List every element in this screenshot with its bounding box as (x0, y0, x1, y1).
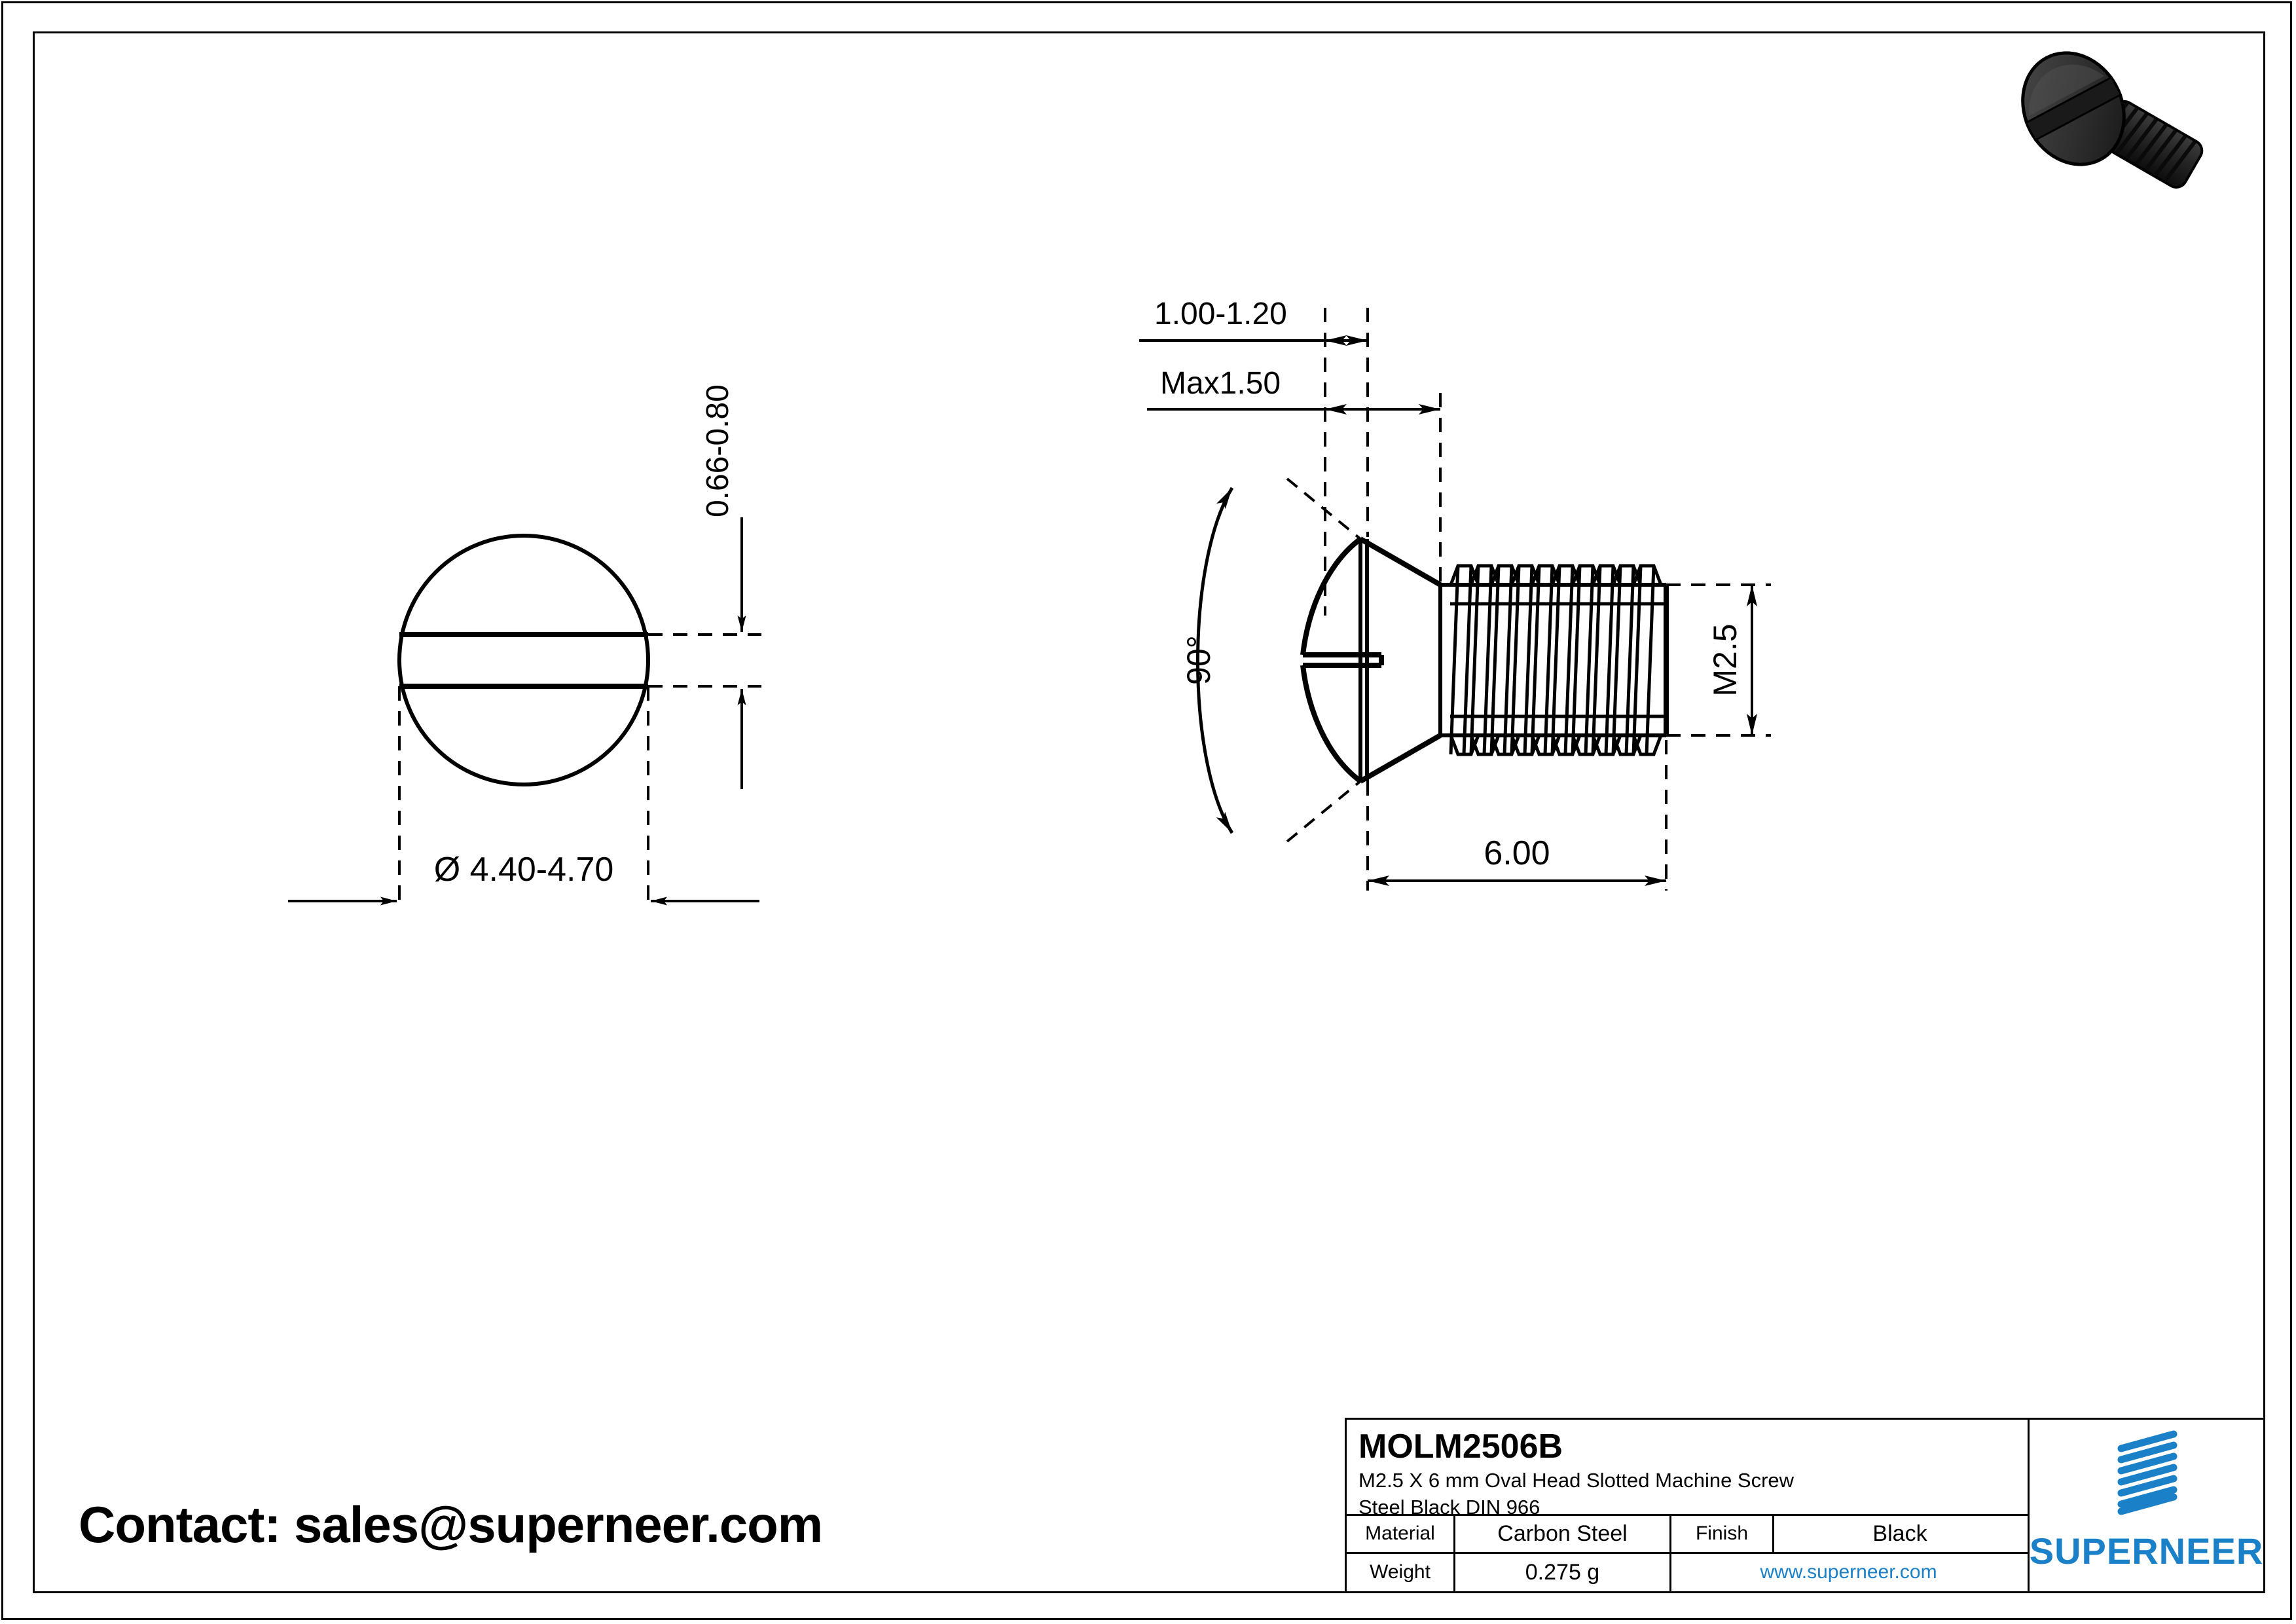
brand-wordmark: SUPERNEER (2029, 1530, 2264, 1572)
website-link[interactable]: www.superneer.com (1760, 1561, 1937, 1583)
title-block-row-material: Material Carbon Steel Finish Black (1347, 1516, 2028, 1554)
slot-depth-dimension-text: 1.00-1.20 (1154, 297, 1287, 331)
thread-size-dimension-text: M2.5 (1707, 623, 1743, 696)
screw-length-dimension-text: 6.00 (1484, 834, 1550, 872)
contact-line: Contact: sales@superneer.com (79, 1496, 823, 1553)
head-height-dimension-text: Max1.50 (1160, 366, 1281, 401)
superneer-logo-icon (2117, 1430, 2177, 1515)
weight-value: 0.275 g (1455, 1553, 1671, 1591)
weight-label: Weight (1347, 1553, 1455, 1591)
screw-side-view-geometry: 90° 1.00-1.20 Max1.50 M2.5 6.00 (1139, 297, 1771, 891)
screw-3d-render (2021, 51, 2204, 189)
title-block-row-weight: Weight 0.275 g www.superneer.com (1347, 1553, 2028, 1591)
finish-value: Black (1872, 1521, 1927, 1546)
part-number: MOLM2506B (1358, 1428, 1563, 1466)
slot-width-dimension-text: 0.66-0.80 (701, 384, 735, 517)
material-label: Material (1347, 1516, 1455, 1552)
head-top-view-geometry: 0.66-0.80 Ø 4.40-4.70 (288, 384, 761, 910)
brand-panel: SUPERNEER (2030, 1420, 2263, 1591)
product-description-line-2: Steel Black DIN 966 (1358, 1496, 1540, 1519)
title-block-main: MOLM2506B M2.5 X 6 mm Oval Head Slotted … (1347, 1420, 2030, 1591)
title-block: MOLM2506B M2.5 X 6 mm Oval Head Slotted … (1345, 1418, 2265, 1593)
head-angle-dimension-text: 90° (1180, 635, 1217, 685)
head-diameter-dimension-text: Ø 4.40-4.70 (434, 851, 614, 889)
title-block-description: MOLM2506B M2.5 X 6 mm Oval Head Slotted … (1347, 1420, 2028, 1519)
finish-label: Finish (1671, 1516, 1774, 1552)
sheet-inner-frame (33, 31, 2265, 1593)
material-value: Carbon Steel (1455, 1516, 1671, 1552)
product-description-line-1: M2.5 X 6 mm Oval Head Slotted Machine Sc… (1358, 1469, 1795, 1492)
